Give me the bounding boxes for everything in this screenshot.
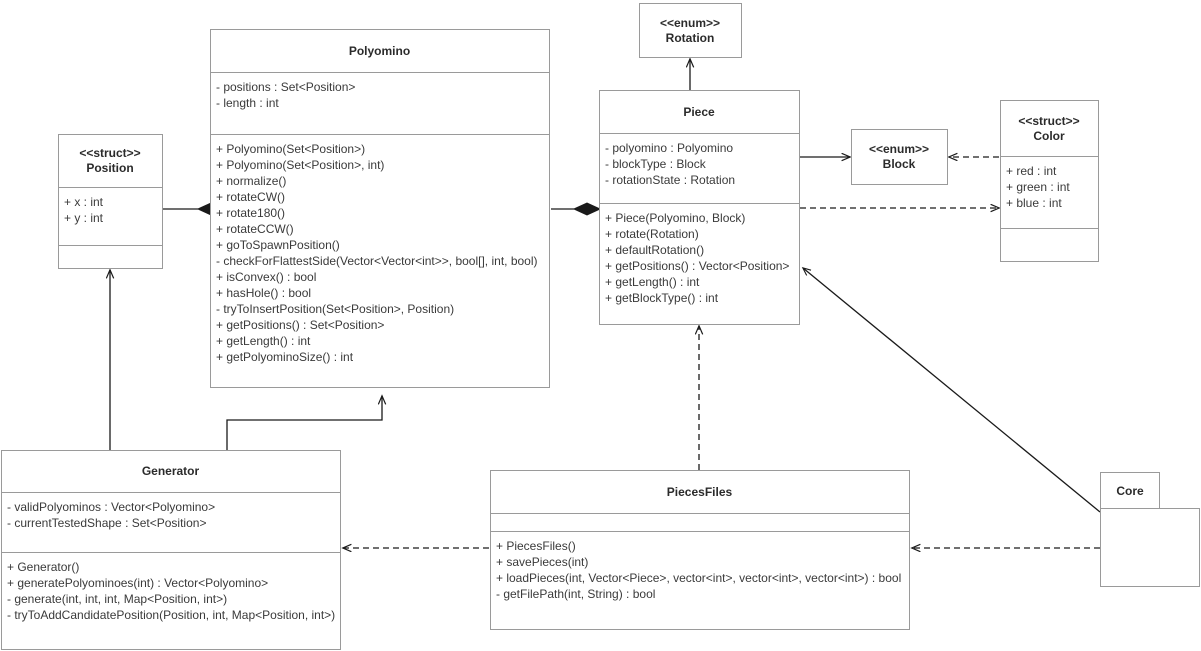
operation-row: + isConvex() : bool xyxy=(216,270,317,284)
class-box-rotation[interactable]: <<enum>> Rotation xyxy=(639,3,742,58)
operation-row: - getFilePath(int, String) : bool xyxy=(496,587,656,601)
class-title-position: <<struct>> Position xyxy=(59,135,162,187)
operation-row: + rotateCW() xyxy=(216,190,286,204)
operation-row: + getBlockType() : int xyxy=(605,291,719,305)
operation-row: + savePieces(int) xyxy=(496,555,589,569)
class-attributes-color: + red : int + green : int + blue : int xyxy=(1001,156,1098,228)
operation-row: + Polyomino(Set<Position>, int) xyxy=(216,158,385,172)
class-attributes-position: + x : int + y : int xyxy=(59,187,162,245)
operation-row: - tryToAddCandidatePosition(Position, in… xyxy=(7,608,336,622)
operation-row: + getPolyominoSize() : int xyxy=(216,350,354,364)
attribute-row: - validPolyominos : Vector<Polyomino> xyxy=(7,500,216,514)
attribute-row: - currentTestedShape : Set<Position> xyxy=(7,516,207,530)
operation-row: + defaultRotation() xyxy=(605,243,705,257)
class-attributes-piece: - polyomino : Polyomino - blockType : Bl… xyxy=(600,133,799,203)
operation-row: - checkForFlattestSide(Vector<Vector<int… xyxy=(216,254,538,268)
attribute-row: + red : int xyxy=(1006,164,1057,178)
class-title-color: <<struct>> Color xyxy=(1001,101,1098,156)
operation-row: + rotate180() xyxy=(216,206,286,220)
class-name: PiecesFiles xyxy=(666,484,733,499)
attribute-row: + blue : int xyxy=(1006,196,1062,210)
class-title-block: <<enum>> Block xyxy=(852,130,947,184)
edge-polyomino-piece xyxy=(551,202,602,216)
attribute-row: + x : int xyxy=(64,195,104,209)
class-name: Color xyxy=(1033,128,1065,143)
operation-row: + hasHole() : bool xyxy=(216,286,312,300)
class-title-rotation: <<enum>> Rotation xyxy=(640,4,741,57)
operation-row: - tryToInsertPosition(Set<Position>, Pos… xyxy=(216,302,455,316)
class-title-polyomino: Polyomino xyxy=(211,30,549,72)
operation-row: + rotateCCW() xyxy=(216,222,294,236)
class-box-color[interactable]: <<struct>> Color + red : int + green : i… xyxy=(1000,100,1099,262)
class-name: Block xyxy=(882,157,916,171)
package-tab-label: Core xyxy=(1100,472,1160,508)
operation-row: + Polyomino(Set<Position>) xyxy=(216,142,366,156)
class-name: Polyomino xyxy=(348,43,411,58)
class-stereotype: <<struct>> xyxy=(79,146,141,160)
class-operations-polyomino: + Polyomino(Set<Position>) + Polyomino(S… xyxy=(211,134,549,387)
operation-row: + rotate(Rotation) xyxy=(605,227,699,241)
class-stereotype: <<enum>> xyxy=(659,15,721,30)
operation-row: + goToSpawnPosition() xyxy=(216,238,340,252)
operation-row: + normalize() xyxy=(216,174,287,188)
class-name: Position xyxy=(86,161,134,175)
attribute-row: - length : int xyxy=(216,96,279,110)
class-operations-color xyxy=(1001,228,1098,261)
attribute-row: - blockType : Block xyxy=(605,157,706,171)
class-stereotype: <<struct>> xyxy=(1018,113,1080,128)
operation-row: + Piece(Polyomino, Block) xyxy=(605,211,746,225)
class-box-piece[interactable]: Piece - polyomino : Polyomino - blockTyp… xyxy=(599,90,800,325)
attribute-row: - positions : Set<Position> xyxy=(216,80,356,94)
class-stereotype: <<enum>> xyxy=(868,142,930,156)
class-attributes-generator: - validPolyominos : Vector<Polyomino> - … xyxy=(2,492,340,552)
class-box-generator[interactable]: Generator - validPolyominos : Vector<Pol… xyxy=(1,450,341,650)
package-box-core[interactable]: Core xyxy=(1100,472,1200,587)
package-body xyxy=(1100,508,1200,587)
class-name: Rotation xyxy=(665,30,715,45)
class-box-piecesfiles[interactable]: PiecesFiles + PiecesFiles() + savePieces… xyxy=(490,470,910,630)
class-box-position[interactable]: <<struct>> Position + x : int + y : int xyxy=(58,134,163,269)
class-title-generator: Generator xyxy=(2,451,340,492)
class-operations-generator: + Generator() + generatePolyominoes(int)… xyxy=(2,552,340,649)
class-name: Generator xyxy=(141,464,200,478)
operation-row: + getPositions() : Set<Position> xyxy=(216,318,385,332)
operation-row: + getLength() : int xyxy=(216,334,311,348)
operation-row: + getPositions() : Vector<Position> xyxy=(605,259,790,273)
edge-generator-polyomino xyxy=(226,396,382,450)
class-title-piecesfiles: PiecesFiles xyxy=(491,471,909,513)
attribute-row: - rotationState : Rotation xyxy=(605,173,736,187)
operation-row: + generatePolyominoes(int) : Vector<Poly… xyxy=(7,576,269,590)
operation-row: + Generator() xyxy=(7,560,80,574)
class-box-block[interactable]: <<enum>> Block xyxy=(851,129,948,185)
attribute-row: + green : int xyxy=(1006,180,1070,194)
attribute-row: - polyomino : Polyomino xyxy=(605,141,734,155)
attribute-row: + y : int xyxy=(64,211,104,225)
class-operations-piece: + Piece(Polyomino, Block) + rotate(Rotat… xyxy=(600,203,799,324)
operation-row: + getLength() : int xyxy=(605,275,700,289)
class-box-polyomino[interactable]: Polyomino - positions : Set<Position> - … xyxy=(210,29,550,388)
class-operations-piecesfiles: + PiecesFiles() + savePieces(int) + load… xyxy=(491,531,909,629)
class-name: Piece xyxy=(683,104,715,119)
operation-row: + loadPieces(int, Vector<Piece>, vector<… xyxy=(496,571,902,585)
class-operations-position xyxy=(59,245,162,268)
operation-row: + PiecesFiles() xyxy=(496,539,576,553)
class-attributes-polyomino: - positions : Set<Position> - length : i… xyxy=(211,72,549,134)
class-attributes-piecesfiles xyxy=(491,513,909,531)
class-title-piece: Piece xyxy=(600,91,799,133)
operation-row: - generate(int, int, int, Map<Position, … xyxy=(7,592,228,606)
